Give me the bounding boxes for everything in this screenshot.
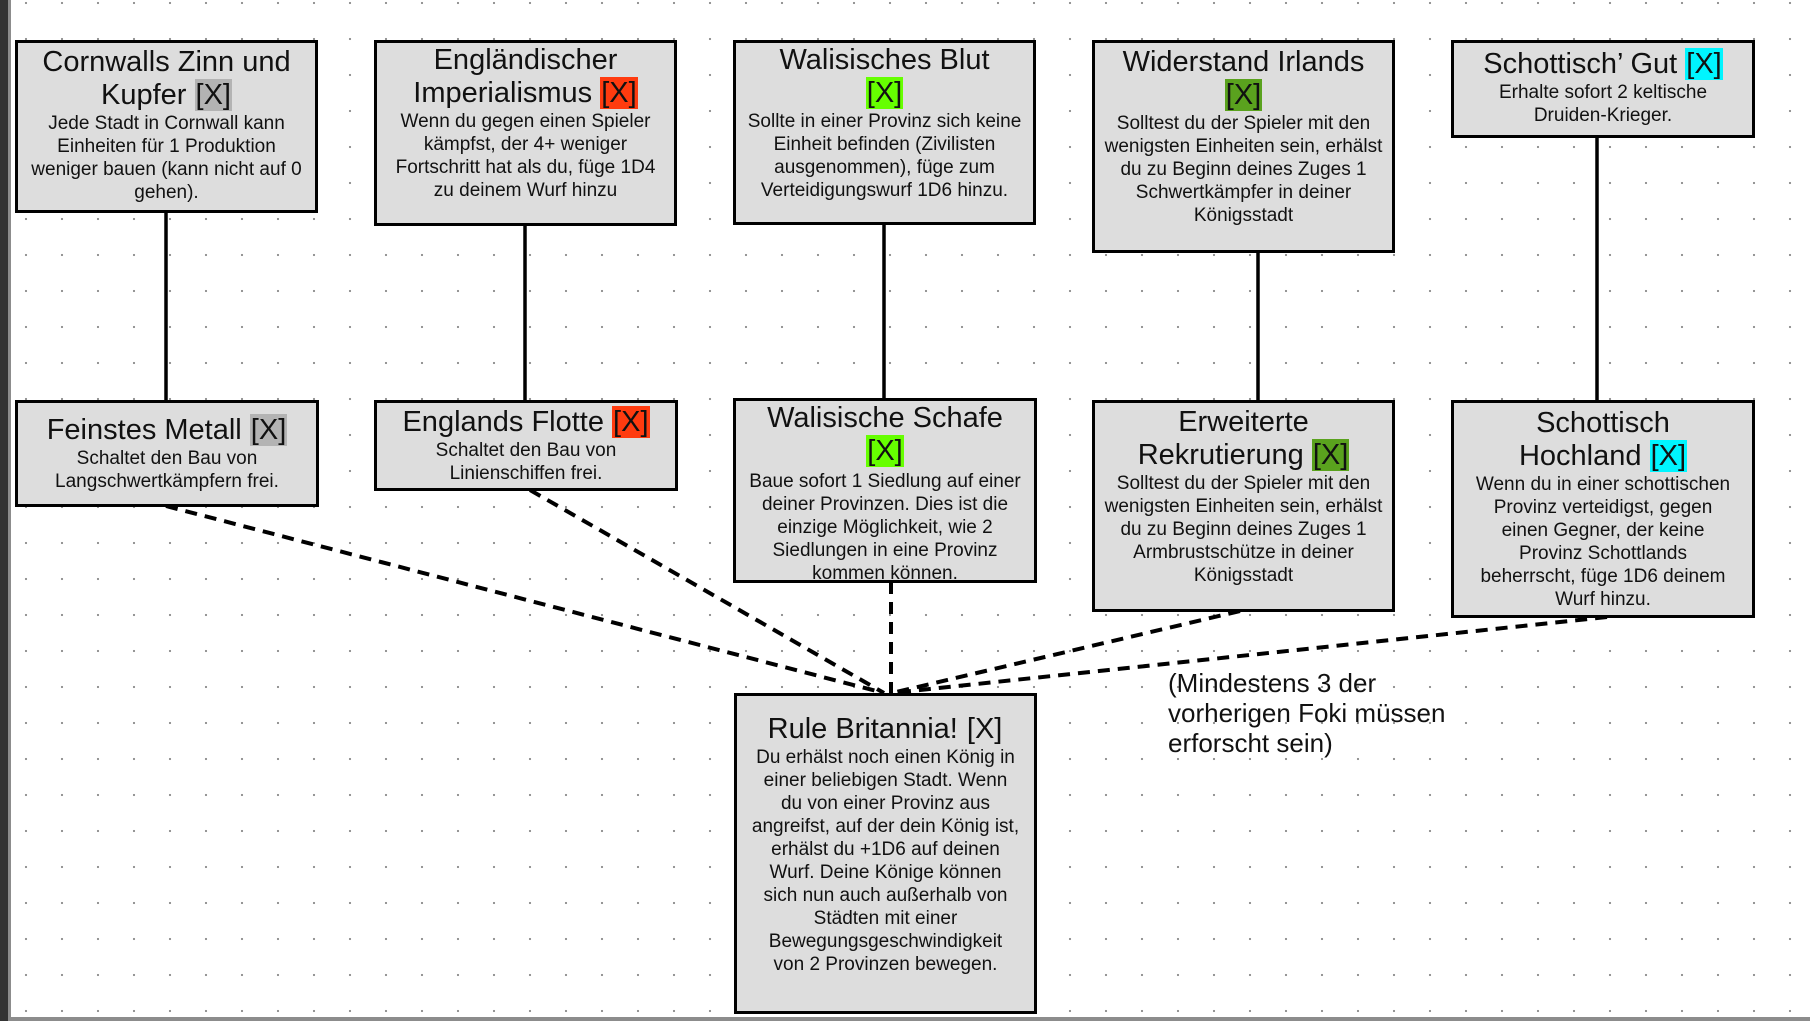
node-title: Engländischer Imperialismus [X] — [413, 44, 638, 109]
window-left-edge — [0, 0, 8, 1021]
node-title: Cornwalls Zinn und Kupfer [X] — [42, 46, 291, 111]
node-title: Schottisch Hochland [X] — [1518, 407, 1688, 472]
node-title: Englands Flotte [X] — [402, 406, 650, 438]
tag-x-marker[interactable]: [X] — [1685, 48, 1723, 80]
node-cornwall[interactable]: Cornwalls Zinn und Kupfer [X] Jede Stadt… — [15, 40, 318, 213]
node-walisische-schafe[interactable]: Walisische Schafe[X] Baue sofort 1 Siedl… — [733, 398, 1037, 584]
edge-englands-flotte-rule-britannia[interactable] — [529, 488, 885, 695]
edge-feinstes-metall-rule-britannia[interactable] — [165, 504, 885, 695]
node-description: Jede Stadt in Cornwall kann Einheiten fü… — [31, 113, 302, 203]
node-description: Sollte in einer Provinz sich keine Einhe… — [747, 111, 1022, 201]
prerequisite-note: (Mindestens 3 der vorherigen Foki müssen… — [1168, 668, 1445, 758]
node-erweiterte-rekrutierung[interactable]: Erweiterte Rekrutierung [X] Solltest du … — [1092, 400, 1395, 612]
canvas-left-border — [8, 0, 11, 1021]
node-schottisch-gut[interactable]: Schottisch’ Gut [X] Erhalte sofort 2 kel… — [1451, 40, 1755, 138]
node-imperialismus[interactable]: Engländischer Imperialismus [X] Wenn du … — [374, 40, 677, 226]
tag-x-marker[interactable]: [X] — [1649, 440, 1688, 472]
tag-x-marker[interactable]: [X] — [612, 406, 650, 438]
note-line: vorherigen Foki müssen — [1168, 698, 1446, 728]
node-title: Erweiterte Rekrutierung [X] — [1137, 406, 1350, 471]
node-description: Solltest du der Spieler mit den wenigste… — [1104, 113, 1383, 226]
node-title: Walisisches Blut[X] — [779, 44, 990, 109]
node-title: Schottisch’ Gut [X] — [1483, 48, 1723, 80]
node-rule-britannia[interactable]: Rule Britannia! [X] Du erhälst noch eine… — [734, 693, 1037, 1014]
tag-x-marker[interactable]: [X] — [194, 79, 232, 111]
tag-x-marker[interactable]: [X] — [249, 414, 288, 446]
node-englands-flotte[interactable]: Englands Flotte [X] Schaltet den Bau von… — [374, 400, 678, 491]
note-line: (Mindestens 3 der — [1168, 668, 1377, 698]
node-description: Baue sofort 1 Siedlung auf einer deiner … — [749, 471, 1021, 584]
node-description: Erhalte sofort 2 keltische Druiden-Krieg… — [1498, 82, 1708, 126]
node-description: Wenn du gegen einen Spieler kämpfst, der… — [395, 111, 656, 201]
node-feinstes-metall[interactable]: Feinstes Metall [X] Schaltet den Bau von… — [15, 400, 319, 507]
node-title: Feinstes Metall [X] — [46, 414, 288, 446]
tag-x-marker[interactable]: [X] — [1224, 79, 1263, 111]
node-walisisches-blut[interactable]: Walisisches Blut[X] Sollte in einer Prov… — [733, 40, 1036, 225]
node-description: Wenn du in einer schottischen Provinz ve… — [1475, 474, 1731, 610]
tag-x-marker[interactable]: [X] — [966, 713, 1003, 745]
tag-x-marker[interactable]: [X] — [600, 77, 638, 109]
node-title: Rule Britannia! [X] — [767, 713, 1003, 745]
tag-x-marker[interactable]: [X] — [865, 77, 904, 109]
node-schottisch-hochland[interactable]: Schottisch Hochland [X] Wenn du in einer… — [1451, 400, 1755, 618]
note-line: erforscht sein) — [1168, 728, 1333, 758]
node-title: Walisische Schafe[X] — [767, 402, 1003, 467]
node-title: Widerstand Irlands[X] — [1122, 46, 1365, 111]
tag-x-marker[interactable]: [X] — [866, 435, 904, 467]
node-description: Schaltet den Bau von Linienschiffen frei… — [435, 440, 617, 484]
node-description: Solltest du der Spieler mit den wenigste… — [1104, 473, 1383, 586]
canvas-bottom-border — [8, 1017, 1810, 1021]
node-widerstand[interactable]: Widerstand Irlands[X] Solltest du der Sp… — [1092, 40, 1395, 253]
tag-x-marker[interactable]: [X] — [1311, 439, 1350, 471]
node-description: Schaltet den Bau von Langschwertkämpfern… — [55, 448, 279, 492]
node-description: Du erhälst noch einen König in einer bel… — [751, 747, 1020, 975]
